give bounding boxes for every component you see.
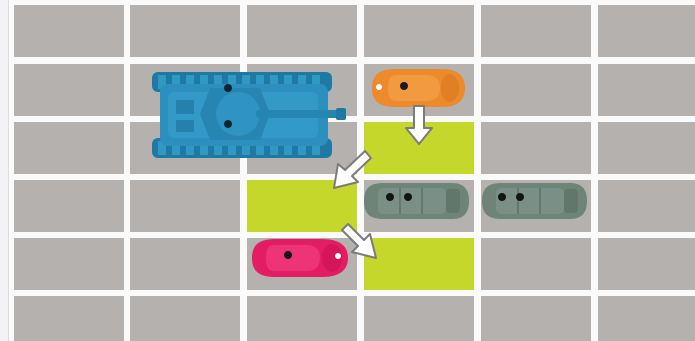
board-cell[interactable] [481,64,591,116]
board-cell[interactable] [598,64,695,116]
gray-car-piece-1[interactable] [360,180,472,222]
board-cell[interactable] [130,238,240,290]
board-cell[interactable] [130,180,240,232]
board-cell[interactable] [598,296,695,341]
gray-car-piece-2[interactable] [478,180,590,222]
board-cell[interactable] [598,5,695,57]
arrow-down-icon [404,104,434,146]
board-cell[interactable] [247,5,357,57]
arrow-down-left-icon [328,148,372,192]
arrow-down-right-icon [338,222,382,262]
board-cell[interactable] [598,122,695,174]
board-cell[interactable] [598,238,695,290]
board-cell[interactable] [14,180,124,232]
board-cell[interactable] [14,122,124,174]
board-cell[interactable] [247,296,357,341]
board-cell[interactable] [14,64,124,116]
board-cell[interactable] [14,238,124,290]
board-cell[interactable] [14,5,124,57]
pink-car-piece[interactable] [248,236,352,280]
board-cell[interactable] [481,5,591,57]
board-cell[interactable] [598,180,695,232]
board-cell[interactable] [481,238,591,290]
left-rail [0,0,9,341]
board-cell[interactable] [481,122,591,174]
board-cell[interactable] [481,296,591,341]
board-cell[interactable] [14,296,124,341]
board-cell[interactable] [364,5,474,57]
blue-tank-piece[interactable] [148,66,348,162]
board-cell[interactable] [130,296,240,341]
board-cell[interactable] [130,5,240,57]
board-cell[interactable] [364,296,474,341]
